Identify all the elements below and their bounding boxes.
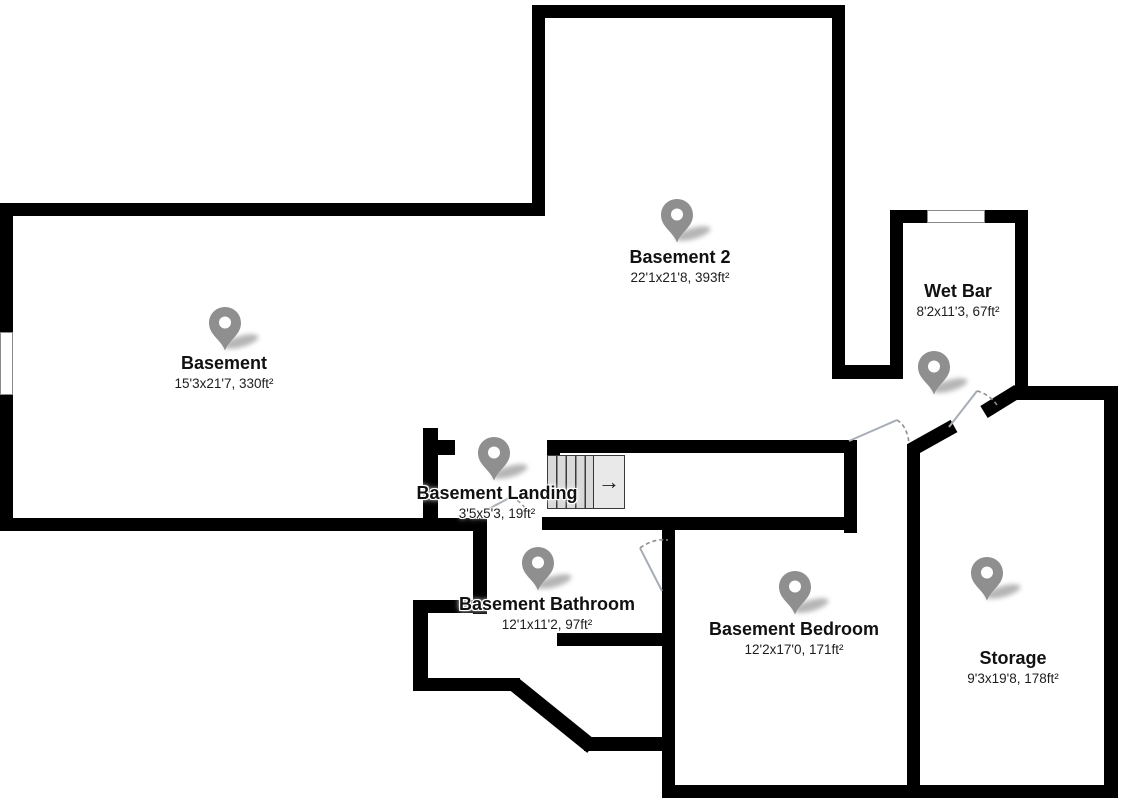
wall-bottom-right (662, 785, 1118, 798)
door-leaf-wet-bar (948, 390, 978, 428)
room-name: Wet Bar (924, 281, 992, 301)
room-label: Basement Bathroom 12'1x11'2, 97ft² (459, 594, 635, 633)
window-basement-left (0, 332, 13, 395)
wall-wetbar-left (890, 210, 903, 370)
map-pin-icon (476, 436, 529, 482)
room-label: Basement 15'3x21'7, 330ft² (175, 353, 274, 392)
room-dimensions: 9'3x19'8, 178ft² (967, 671, 1059, 686)
wall-bathroom-upper-vertical (473, 518, 487, 614)
room-label: Basement Landing 3'5x5'3, 19ft² (416, 483, 577, 522)
room-dimensions: 3'5x5'3, 19ft² (458, 506, 536, 521)
map-pin-icon (659, 198, 712, 244)
wall-basement-left-lower (0, 394, 13, 531)
wall-storage-top (1015, 386, 1118, 400)
room-dimensions: 22'1x21'8, 393ft² (630, 270, 730, 285)
door-leaf-bedroom (639, 547, 663, 592)
wall-bathroom-inner (557, 633, 675, 646)
room-dimensions: 12'1x11'2, 97ft² (501, 617, 593, 632)
room-name: Basement Bathroom (458, 594, 636, 614)
wall-recess-bottom (832, 365, 903, 379)
room-label: Storage 9'3x19'8, 178ft² (967, 648, 1058, 687)
window-wet-bar (927, 210, 985, 223)
wall-corridor-bottom (542, 517, 857, 530)
wall-basement2-left (532, 5, 545, 216)
map-pin-icon (777, 570, 830, 616)
wall-bottom-middle (584, 737, 675, 751)
stair-treads (548, 456, 594, 508)
room-name: Storage (979, 648, 1047, 668)
wall-basement-bottom (0, 518, 474, 531)
map-pin-icon (520, 546, 573, 592)
map-pin-icon (916, 350, 969, 396)
stairs-direction-arrow-icon: → (593, 456, 624, 508)
door-swing-corridor-storage (896, 419, 910, 444)
wall-diagonal-wetbar-corner (980, 385, 1022, 418)
room-name: Basement (180, 353, 268, 373)
map-pin-icon (969, 556, 1022, 602)
wall-wetbar-top-left (890, 210, 927, 223)
room-label: Basement 2 22'1x21'8, 393ft² (629, 247, 730, 286)
wall-wetbar-right (1015, 210, 1028, 395)
room-label: Basement Bedroom 12'2x17'0, 171ft² (709, 619, 879, 658)
staircase: → (547, 455, 625, 509)
wall-basement-left-upper (0, 203, 13, 333)
wall-corridor-right (844, 440, 857, 533)
wall-corridor-top (547, 440, 857, 453)
room-name: Basement Bedroom (708, 619, 880, 639)
wall-bedroom-left (662, 530, 675, 790)
wall-bathroom-left (413, 600, 428, 691)
wall-bathroom-top (413, 600, 487, 613)
room-dimensions: 12'2x17'0, 171ft² (744, 642, 844, 657)
wall-landing-left (423, 428, 438, 520)
wall-storage-right (1104, 386, 1118, 798)
room-name: Basement Landing (416, 483, 578, 503)
wall-basement2-right (832, 5, 845, 379)
door-swing-wet-bar (976, 390, 998, 406)
room-dimensions: 8'2x11'3, 67ft² (916, 304, 1000, 319)
room-dimensions: 15'3x21'7, 330ft² (174, 376, 274, 391)
map-pin-icon (207, 306, 260, 352)
wall-landing-nub (438, 440, 455, 455)
wall-storage-left (907, 444, 920, 798)
wall-basement2-top (532, 5, 845, 18)
room-label: Wet Bar 8'2x11'3, 67ft² (917, 281, 1000, 320)
wall-basement-top (0, 203, 545, 216)
wall-diagonal-bathroom (509, 678, 597, 753)
door-leaf-corridor-storage (848, 419, 898, 442)
room-name: Basement 2 (629, 247, 731, 267)
wall-bathroom-bottom-left (413, 678, 520, 691)
